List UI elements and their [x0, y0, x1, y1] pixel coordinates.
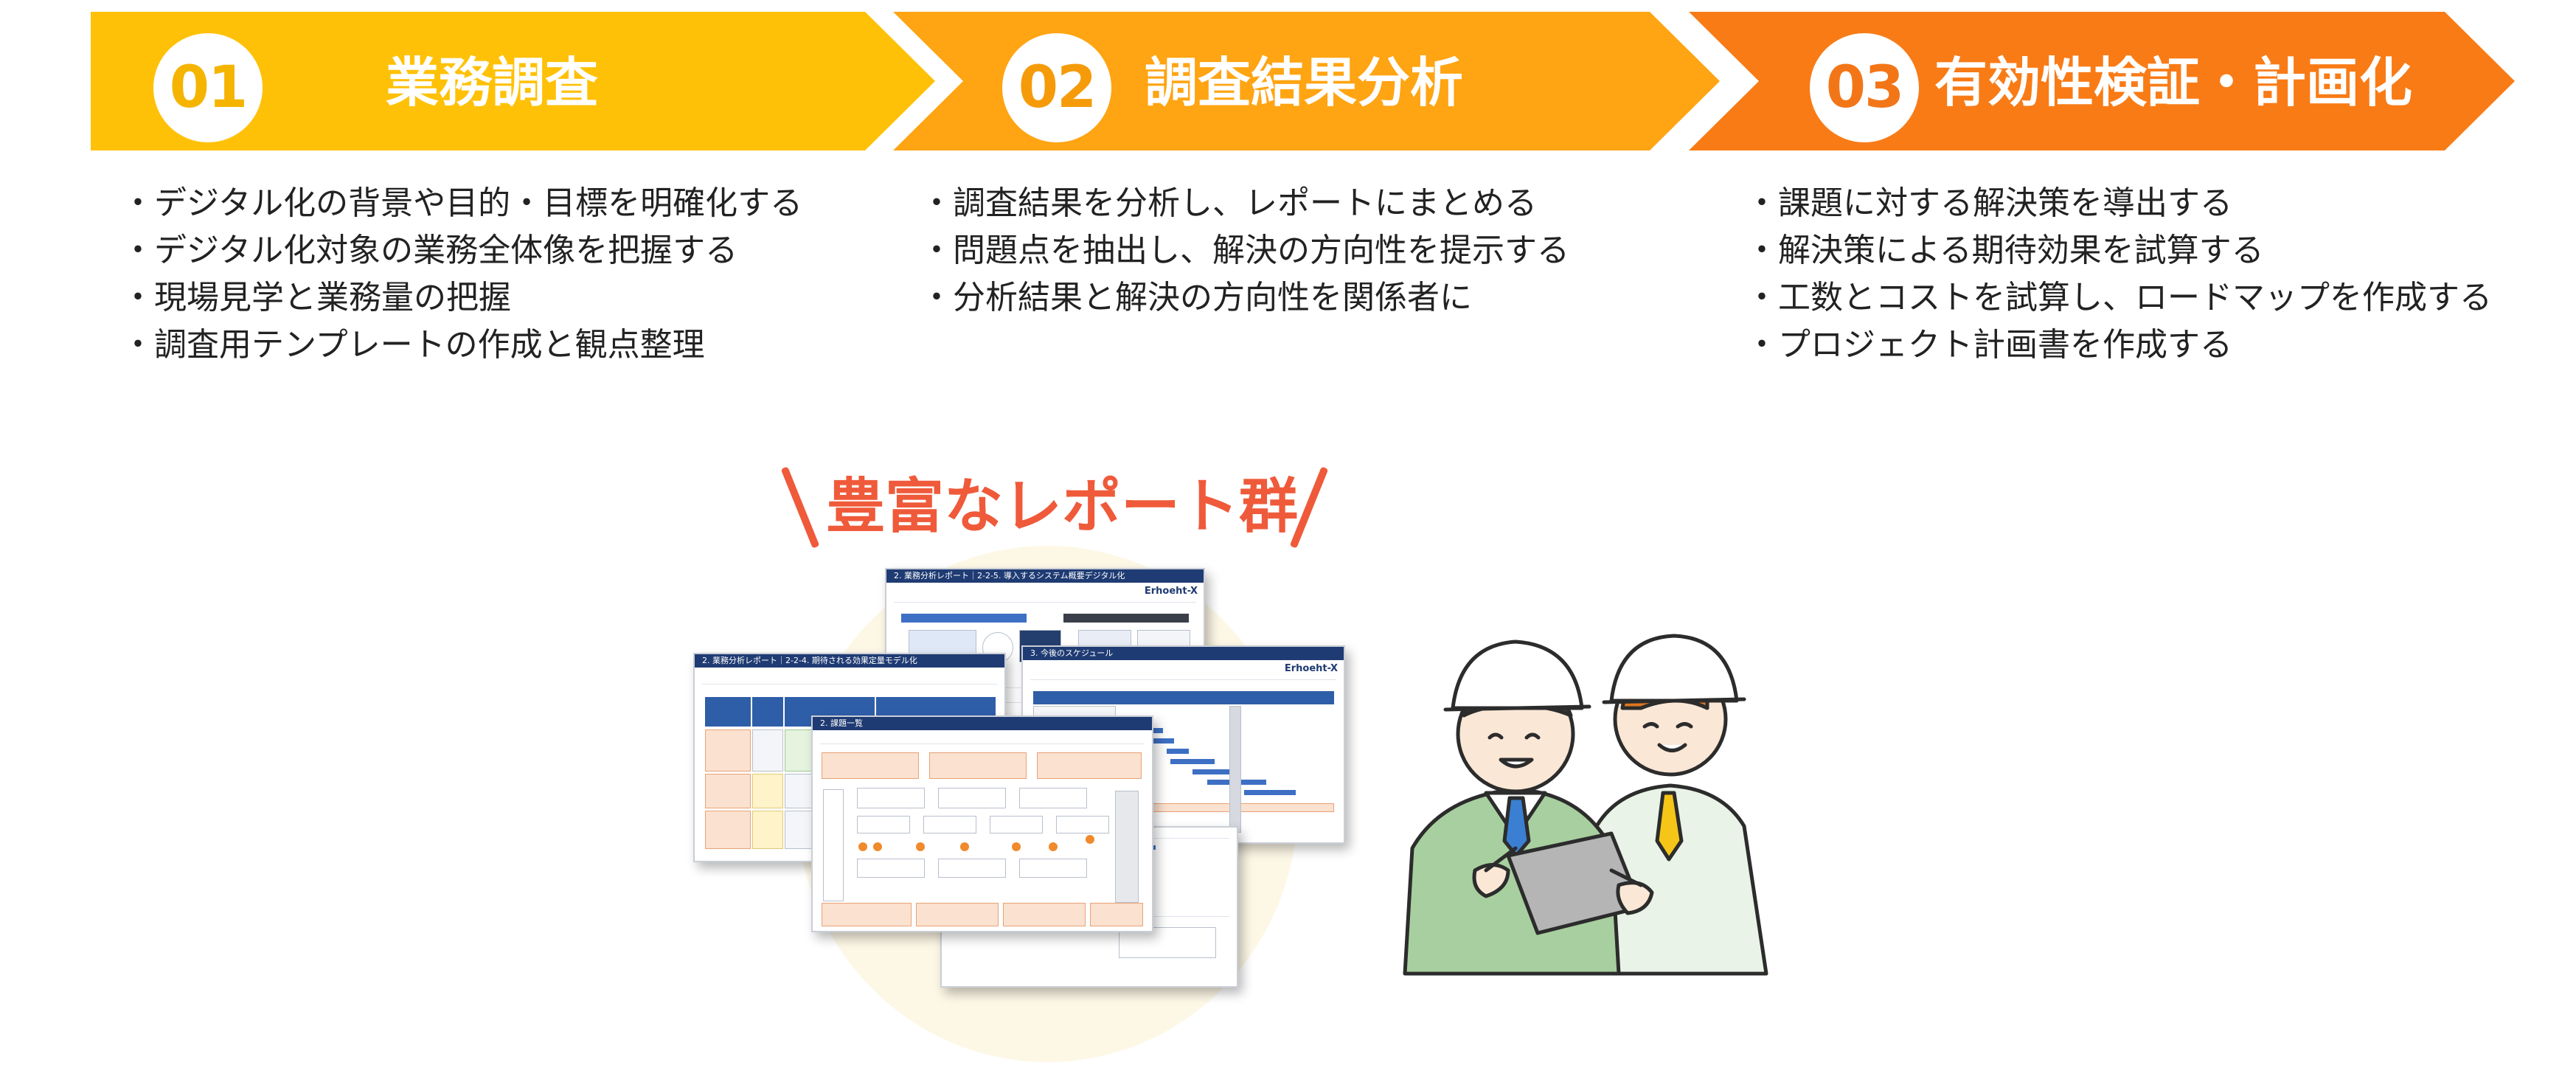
- workers-with-tablet-icon: [1398, 605, 1811, 988]
- step-1-bullet-list: デジタル化の背景や目的・目標を明確化する デジタル化対象の業務全体像を把握する …: [122, 180, 802, 369]
- step-3-bullet-list: 課題に対する解決策を導出する 解決策による期待効果を試算する 工数とコストを試算…: [1746, 180, 2492, 369]
- step-1-banner: 01 業務調査: [91, 12, 935, 150]
- report-header: 3. 今後のスケジュール: [1023, 647, 1344, 660]
- step-3-number: 03: [1810, 33, 1919, 142]
- step-3-banner: 03 有効性検証・計画化: [1689, 12, 2515, 150]
- step-2-banner: 02 調査結果分析: [893, 12, 1720, 150]
- step-2-bullet: 分析結果と解決の方向性を関係者に: [920, 274, 1569, 322]
- step-2-bullet: 問題点を抽出し、解決の方向性を提示する: [920, 227, 1569, 274]
- step-1-bullet: 調査用テンプレートの作成と観点整理: [122, 322, 802, 369]
- report-brand: Erhoeht-X: [1284, 663, 1338, 674]
- report-header: 2. 業務分析レポート｜2-2-4. 期待される効果定量モデル化: [695, 654, 1004, 668]
- step-3-bullet: 課題に対する解決策を導出する: [1746, 180, 2492, 227]
- step-1-title: 業務調査: [386, 52, 599, 114]
- report-heading: 豊富なレポート群: [774, 457, 1335, 553]
- step-2-number: 02: [1002, 33, 1111, 142]
- step-2-title: 調査結果分析: [1145, 52, 1464, 114]
- step-1-bullet: デジタル化の背景や目的・目標を明確化する: [122, 180, 802, 227]
- report-header: 2. 業務分析レポート｜2-2-5. 導入するシステム概要デジタル化: [886, 569, 1204, 583]
- report-thumbnail-issues: 2. 課題一覧: [811, 715, 1153, 932]
- step-1-bullet: デジタル化対象の業務全体像を把握する: [122, 227, 802, 274]
- step-2-bullet: 調査結果を分析し、レポートにまとめる: [920, 180, 1569, 227]
- step-3-title: 有効性検証・計画化: [1934, 52, 2413, 114]
- step-1-number: 01: [153, 33, 263, 142]
- step-1-arrow-shape: [91, 12, 935, 150]
- step-1-bullet: 現場見学と業務量の把握: [122, 274, 802, 322]
- workers-illustration-svg: [1403, 634, 1768, 976]
- report-heading-text: 豊富なレポート群: [826, 472, 1298, 541]
- report-collage: 2. 業務分析レポート｜2-2-5. 導入するシステム概要デジタル化 Erhoe…: [693, 516, 1431, 1077]
- step-3-bullet: 解決策による期待効果を試算する: [1746, 227, 2492, 274]
- step-2-bullet-list: 調査結果を分析し、レポートにまとめる 問題点を抽出し、解決の方向性を提示する 分…: [920, 180, 1569, 322]
- step-3-bullet: 工数とコストを試算し、ロードマップを作成する: [1746, 274, 2492, 322]
- step-3-bullet: プロジェクト計画書を作成する: [1746, 322, 2492, 369]
- report-brand: Erhoeht-X: [1144, 586, 1198, 597]
- report-header: 2. 課題一覧: [813, 717, 1152, 730]
